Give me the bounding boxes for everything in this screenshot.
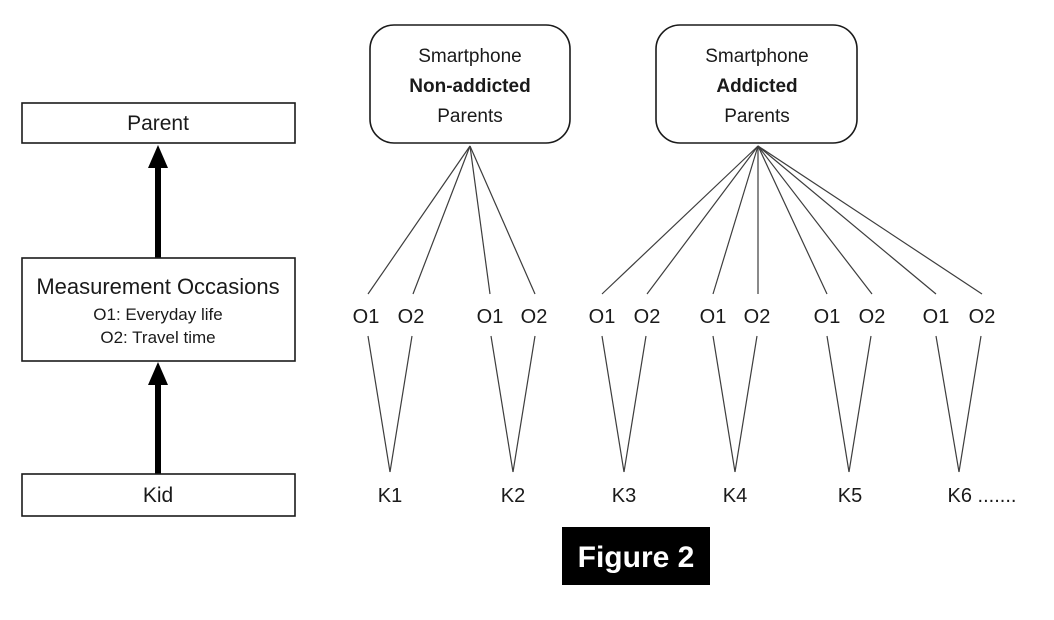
non-addicted-box-line3: Parents — [437, 106, 502, 127]
occasion-label-o2: O2 — [398, 306, 425, 328]
fan-line — [601, 145, 759, 295]
fan-line — [757, 145, 828, 295]
kid-box — [21, 473, 296, 517]
parent-box — [21, 102, 296, 144]
kid-labels-row: K1 K2 K3 K4 K5 K6 ....... — [378, 485, 1017, 507]
fan-line — [469, 145, 536, 295]
figure-caption-background — [562, 527, 710, 585]
fan-line — [646, 145, 759, 295]
cluster-tree-panel: Smartphone Non-addicted Parents Smartpho… — [353, 24, 1017, 507]
v-line — [734, 335, 758, 473]
v-line — [826, 335, 850, 473]
occasion-to-kid-lines — [367, 335, 982, 473]
occasion-label-o1: O1 — [589, 306, 616, 328]
occasion-label-o1: O1 — [814, 306, 841, 328]
v-line — [389, 335, 413, 473]
fan-line — [757, 145, 937, 295]
kid-box-label: Kid — [143, 484, 173, 507]
fan-line — [367, 145, 471, 295]
kid-label-k3: K3 — [612, 485, 636, 507]
measurement-occasion-1-label: O1: Everyday life — [93, 305, 222, 324]
addicted-box-line2: Addicted — [716, 76, 797, 97]
fan-line — [757, 145, 983, 295]
measurement-occasion-2-label: O2: Travel time — [100, 328, 215, 347]
figure-caption: Figure 2 — [562, 527, 710, 585]
occasion-label-o2: O2 — [859, 306, 886, 328]
v-line — [712, 335, 736, 473]
arrow-measurement-to-parent-head — [148, 145, 168, 168]
v-line — [848, 335, 872, 473]
kid-label-k4: K4 — [723, 485, 747, 507]
v-line — [601, 335, 625, 473]
occasion-label-o2: O2 — [744, 306, 771, 328]
occasion-label-o2: O2 — [521, 306, 548, 328]
non-addicted-parents-box — [369, 24, 571, 144]
kid-label-k6: K6 ....... — [948, 485, 1017, 507]
occasion-label-o1: O1 — [353, 306, 380, 328]
v-line — [935, 335, 960, 473]
fan-line — [469, 145, 491, 295]
fan-line — [412, 145, 471, 295]
occasion-label-o2: O2 — [969, 306, 996, 328]
v-line — [958, 335, 982, 473]
addicted-box-line1: Smartphone — [705, 46, 809, 67]
occasion-label-o1: O1 — [700, 306, 727, 328]
kid-label-k1: K1 — [378, 485, 402, 507]
addicted-fan-lines — [601, 145, 983, 295]
arrow-kid-to-measurement-head — [148, 362, 168, 385]
v-line — [490, 335, 514, 473]
measurement-occasions-box — [21, 257, 296, 362]
v-line — [623, 335, 647, 473]
left-hierarchy-panel: Parent Measurement Occasions O1: Everyda… — [21, 102, 296, 517]
addicted-parents-box — [655, 24, 858, 144]
fan-line — [712, 145, 759, 295]
v-line — [512, 335, 536, 473]
non-addicted-box-line1: Smartphone — [418, 46, 522, 67]
addicted-box-line3: Parents — [724, 106, 789, 127]
occasion-label-o2: O2 — [634, 306, 661, 328]
measurement-occasions-title: Measurement Occasions — [36, 274, 279, 299]
non-addicted-fan-lines — [367, 145, 536, 295]
occasion-labels-row: O1 O2 O1 O2 O1 O2 O1 O2 O1 O2 O1 O2 — [353, 306, 996, 328]
kid-label-k2: K2 — [501, 485, 525, 507]
occasion-label-o1: O1 — [477, 306, 504, 328]
parent-box-label: Parent — [127, 112, 189, 135]
v-line — [367, 335, 391, 473]
non-addicted-box-line2: Non-addicted — [409, 76, 530, 97]
figure-caption-text: Figure 2 — [578, 541, 695, 574]
kid-label-k5: K5 — [838, 485, 862, 507]
occasion-label-o1: O1 — [923, 306, 950, 328]
fan-line — [757, 145, 873, 295]
